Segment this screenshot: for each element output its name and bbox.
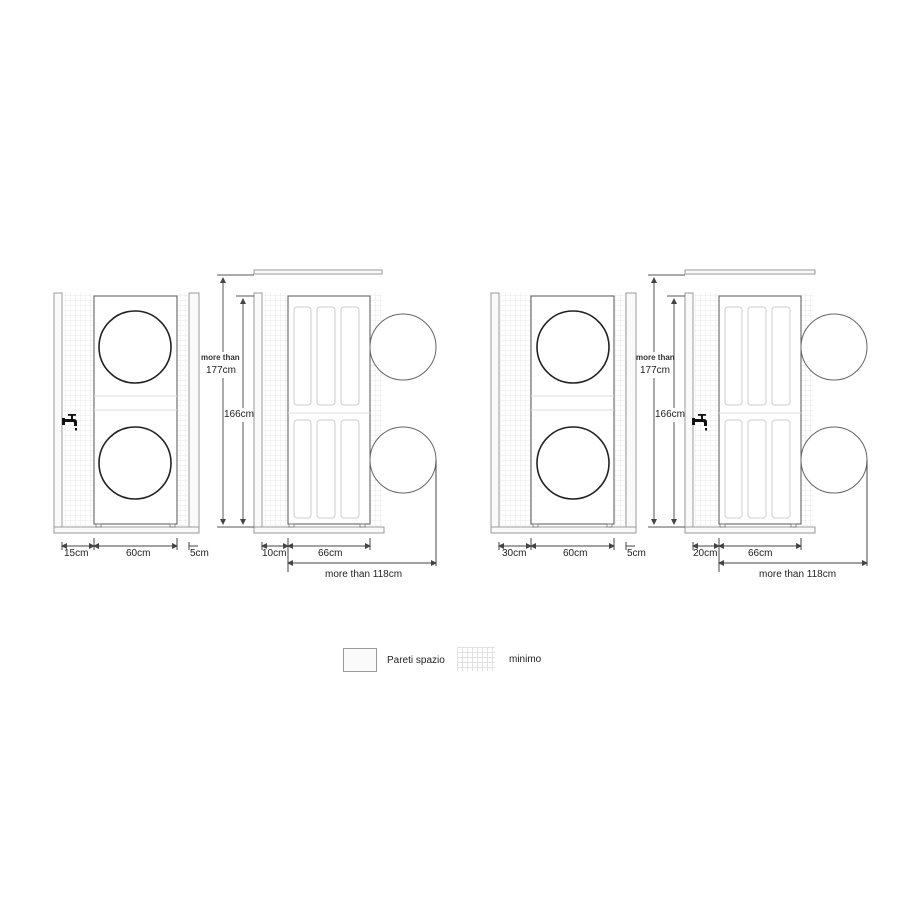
front-view-left: [53, 292, 200, 550]
minimum-clearance-swatch: [457, 647, 495, 671]
legend-walls-label: Pareti spazio: [387, 654, 445, 666]
back-clearance-label: 10cm: [262, 548, 287, 559]
right-clearance-label: 5cm: [627, 548, 646, 559]
legend-minimum-label: minimo: [509, 653, 542, 665]
unit-width-label: 60cm: [563, 548, 588, 559]
total-height-label: 177cm: [206, 365, 237, 376]
unit-depth-label: 66cm: [748, 548, 773, 559]
left-clearance-label: 15cm: [64, 548, 89, 559]
door-open-depth-label: more than 118cm: [325, 569, 403, 580]
front-view-right: [490, 292, 637, 550]
total-height-qualifier: more than: [636, 353, 675, 362]
legend-walls: Pareti spazio: [343, 648, 445, 672]
total-height-qualifier: more than: [201, 353, 240, 362]
unit-height-label: 166cm: [655, 409, 686, 420]
walls-swatch: [343, 648, 377, 672]
side-view-right: [648, 269, 868, 572]
unit-width-label: 60cm: [126, 548, 151, 559]
unit-depth-label: 66cm: [318, 548, 343, 559]
side-view-left: [217, 269, 437, 572]
unit-height-label: 166cm: [224, 409, 255, 420]
right-clearance-label: 5cm: [190, 548, 209, 559]
legend-minimum: minimo: [457, 647, 541, 671]
total-height-label: 177cm: [640, 365, 671, 376]
left-clearance-label: 30cm: [502, 548, 527, 559]
back-clearance-label: 20cm: [693, 548, 718, 559]
door-open-depth-label: more than 118cm: [759, 569, 837, 580]
